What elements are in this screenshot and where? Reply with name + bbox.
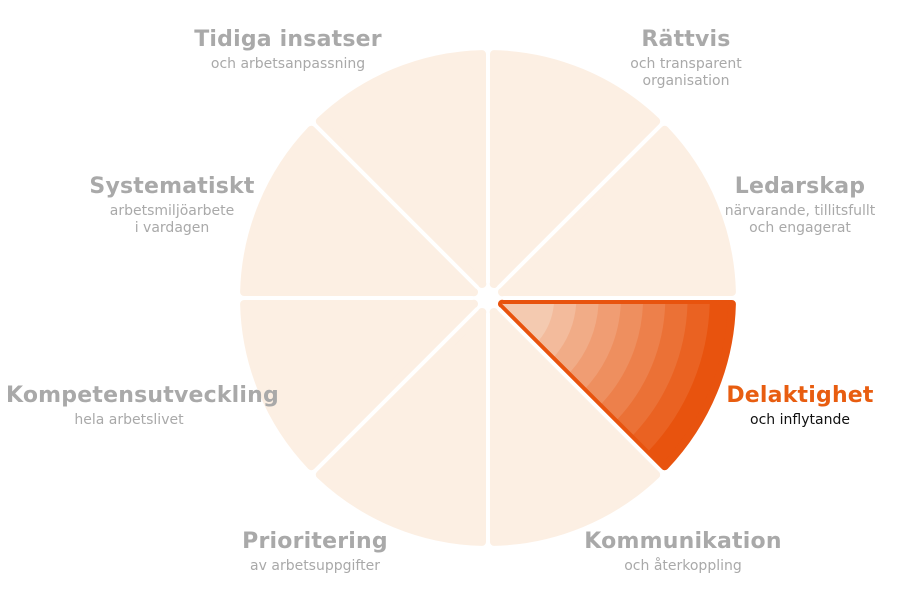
label-systematiskt[interactable]: Systematiskt arbetsmiljöarbete i vardage…: [72, 173, 272, 238]
label-systematiskt-sub: arbetsmiljöarbete i vardagen: [72, 203, 272, 238]
label-rattvis[interactable]: Rättvis och transparent organisation: [576, 26, 796, 91]
label-delaktighet-title: Delaktighet: [726, 383, 874, 408]
label-systematiskt-sub-line: arbetsmiljöarbete: [109, 202, 235, 219]
segment-kompetens[interactable]: [240, 299, 478, 471]
label-ledarskap[interactable]: Ledarskap närvarande, tillitsfullt och e…: [705, 173, 895, 238]
segment-ledarskap[interactable]: [498, 125, 736, 297]
label-ledarskap-sub: närvarande, tillitsfullt och engagerat: [705, 203, 895, 238]
label-ledarskap-title: Ledarskap: [734, 174, 866, 199]
label-kommunikation[interactable]: Kommunikation och återkoppling: [573, 528, 793, 575]
label-tidiga-sub: och arbetsanpassning: [168, 56, 408, 74]
label-prioritering-sub: av arbetsuppgifter: [205, 558, 425, 576]
label-kompetens-sub-line: hela arbetslivet: [74, 411, 184, 428]
label-ledarskap-sub-line: och engagerat: [749, 220, 851, 236]
label-systematiskt-sub-line: i vardagen: [134, 220, 210, 236]
segment-prioritering[interactable]: [315, 308, 487, 546]
segment-delaktighet-band: [502, 303, 554, 341]
segment-rattvis[interactable]: [489, 50, 661, 288]
segment-delaktighet[interactable]: [498, 299, 736, 471]
label-tidiga-title: Tidiga insatser: [194, 27, 382, 52]
label-kompetens-sub: hela arbetslivet: [6, 412, 252, 430]
label-ledarskap-sub-line: närvarande, tillitsfullt: [724, 202, 876, 219]
label-kompetens-title: Kompetensutveckling: [6, 383, 279, 408]
label-delaktighet-sub: och inflytande: [715, 412, 885, 430]
label-prioritering-sub-line: av arbetsuppgifter: [250, 557, 380, 574]
segment-kommunikation[interactable]: [489, 308, 661, 546]
label-delaktighet[interactable]: Delaktighet och inflytande: [715, 382, 885, 429]
label-systematiskt-title: Systematiskt: [89, 174, 255, 199]
label-rattvis-sub-line: organisation: [642, 73, 730, 89]
label-kommunikation-title: Kommunikation: [584, 529, 782, 554]
label-prioritering[interactable]: Prioritering av arbetsuppgifter: [205, 528, 425, 575]
segment-tidiga[interactable]: [315, 50, 487, 288]
label-prioritering-title: Prioritering: [242, 529, 388, 554]
label-kommunikation-sub-line: och återkoppling: [624, 557, 742, 574]
segment-systematiskt[interactable]: [240, 125, 478, 297]
label-rattvis-sub-line: och transparent: [630, 55, 742, 72]
label-tidiga[interactable]: Tidiga insatser och arbetsanpassning: [168, 26, 408, 73]
label-delaktighet-sub-line: och inflytande: [750, 411, 850, 428]
label-kommunikation-sub: och återkoppling: [573, 558, 793, 576]
label-rattvis-sub: och transparent organisation: [576, 56, 796, 91]
label-kompetens[interactable]: Kompetensutveckling hela arbetslivet: [6, 382, 279, 430]
label-rattvis-title: Rättvis: [641, 27, 731, 52]
label-tidiga-sub-line: och arbetsanpassning: [210, 55, 366, 72]
